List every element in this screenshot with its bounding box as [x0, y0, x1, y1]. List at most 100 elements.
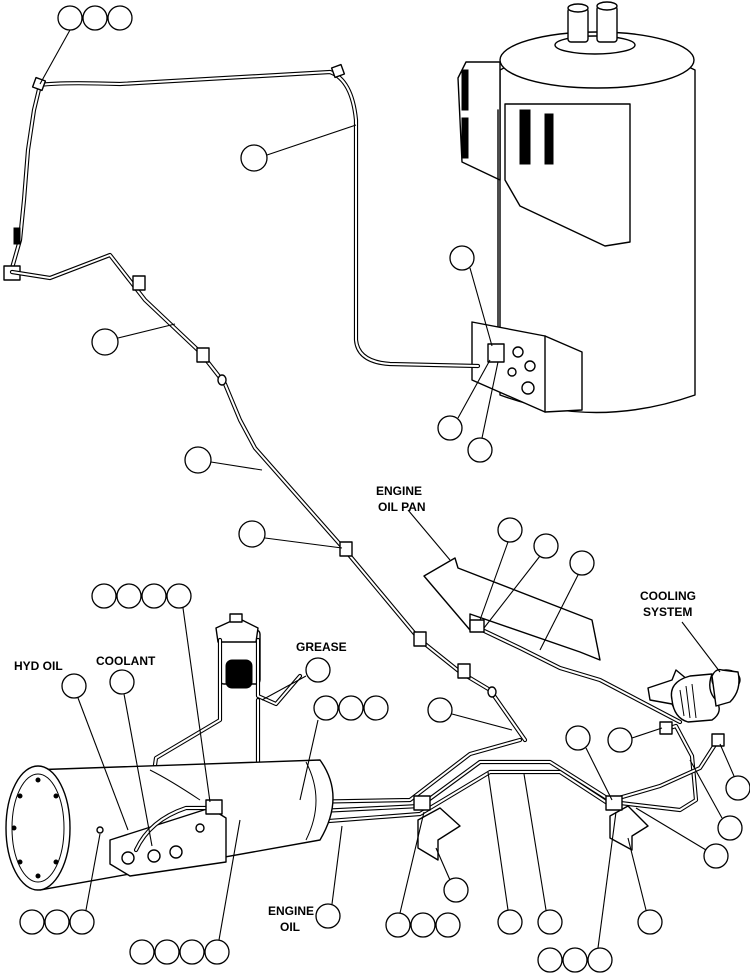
cylinder-bolt-7: [53, 793, 59, 799]
cylinder-bolt-4: [35, 873, 41, 879]
leader-mid-triple: [299, 719, 319, 801]
leader-diagonal-1: [117, 323, 176, 339]
diagonal-line-inner: [11, 254, 526, 741]
cylinder-hoses-inner: [135, 807, 219, 851]
bracket-right: [609, 805, 649, 851]
cylinder-bolt-3: [17, 859, 23, 865]
sampling-line-upper: [3, 63, 481, 369]
tank-assembly: [457, 1, 696, 414]
callout-quad-left-4: [166, 583, 192, 609]
callout-cooling-left: [607, 727, 633, 753]
callout-bottom-right-3: [587, 947, 613, 973]
oil-pan-fitting: [469, 619, 485, 633]
label-engine-oil-pan-1: ENGINE: [376, 484, 422, 498]
callout-bottom-mid-2: [410, 912, 436, 938]
manifold-port-2: [524, 360, 536, 372]
label-cooling-system-2: SYSTEM: [643, 605, 692, 619]
tank-breather-left-top: [567, 3, 589, 13]
callout-cooling-far-right: [725, 775, 750, 801]
sampling-line-oil-pan: [469, 619, 683, 725]
callout-bottom-right-2: [562, 947, 588, 973]
diagonal-coupler-1: [217, 374, 227, 386]
callout-oil-pan-3: [569, 550, 595, 576]
leader-coolant: [123, 693, 153, 847]
leader-right-upper: [585, 747, 613, 801]
leader-center-bracket: [435, 847, 451, 881]
cylinder-band: [149, 769, 201, 801]
leader-quad-left: [182, 607, 211, 803]
tank-strap-slot-2: [461, 117, 469, 159]
label-coolant: COOLANT: [96, 654, 156, 668]
tank-breather-right: [596, 5, 618, 43]
leader-bottom-quad: [218, 819, 241, 941]
diagonal-clamp-3: [339, 541, 353, 557]
callout-top-left-3: [107, 5, 133, 31]
callout-mid-triple-3: [363, 695, 389, 721]
callout-bottom-mid-1: [385, 912, 411, 938]
bracket-right-clamp: [605, 795, 623, 811]
cooling-system-component: [647, 621, 741, 723]
cylinder-bolt-2: [11, 825, 17, 831]
callout-bottom-line-2: [537, 909, 563, 935]
callout-upper-loop: [240, 144, 268, 172]
callout-diagonal-2: [184, 446, 212, 474]
callout-oil-pan-1: [497, 517, 523, 543]
tank-bracket-slot-2: [544, 113, 554, 165]
upper-line-coupler: [13, 227, 21, 245]
sampling-line-cooling: [609, 721, 725, 813]
leader-tank-upper: [469, 267, 493, 347]
leader-bottom-right-triple: [597, 811, 617, 949]
leader-diagonal-2: [210, 461, 263, 471]
leader-engine-oil: [331, 825, 343, 905]
diagonal-line-outer: [9, 252, 528, 743]
cylinder-bolt-6: [53, 859, 59, 865]
leader-upper-loop: [266, 124, 357, 156]
callout-mid-triple-2: [338, 695, 364, 721]
bracket-center-clamp: [413, 795, 431, 811]
callout-bottom-mid-3: [435, 912, 461, 938]
oil-pan-leader: [407, 509, 451, 561]
callouts: [19, 5, 750, 973]
leader-bottom-mid: [399, 811, 425, 914]
cooling-leader: [681, 621, 721, 673]
callout-grease: [305, 657, 331, 683]
leader-oil-pan-1: [479, 541, 509, 621]
diagonal-coupler-2: [487, 686, 497, 698]
callout-bottom-right: [637, 909, 663, 935]
manifold-port-1: [512, 346, 524, 358]
cylinder-bolt-1: [17, 793, 23, 799]
callout-coolant: [109, 669, 135, 695]
callout-oil-pan-2: [533, 533, 559, 559]
callout-diagonal-3: [238, 520, 266, 548]
bracket-center: [417, 807, 461, 861]
upper-clamp-right: [330, 63, 346, 79]
callout-bottom-left-3: [69, 909, 95, 935]
callout-right-upper: [565, 725, 591, 751]
filter-line-right-outer: [255, 637, 303, 707]
callout-quad-left-2: [116, 583, 142, 609]
callout-bottom-left-2: [44, 909, 70, 935]
tank-strap-slot-1: [461, 69, 469, 111]
tank-bracket-right: [504, 103, 631, 247]
cylinder-port-3: [169, 845, 183, 859]
label-engine-oil-2: OIL: [280, 920, 300, 934]
cooling-elbow-ribs: [679, 683, 697, 719]
callout-top-left-1: [57, 5, 83, 31]
cylinder-port-2: [147, 849, 161, 863]
manifold-port-4: [521, 381, 535, 395]
leader-grease: [261, 675, 307, 701]
callout-bottom-quad-3: [179, 939, 205, 965]
callout-engine-oil: [315, 903, 341, 929]
diagonal-clamp-4: [413, 631, 427, 647]
callout-cooling-bracket: [703, 843, 729, 869]
manifold-port-3: [507, 367, 517, 377]
label-engine-oil-1: ENGINE: [268, 904, 314, 918]
tank-bracket-slot-1: [519, 109, 531, 165]
cooling-line-a-inner: [611, 725, 697, 811]
label-hyd-oil: HYD OIL: [14, 659, 63, 673]
callout-bottom-quad-2: [154, 939, 180, 965]
filter-cap: [229, 613, 243, 623]
callout-center-bracket: [443, 877, 469, 903]
cylinder-manifold-fitting: [205, 799, 223, 815]
